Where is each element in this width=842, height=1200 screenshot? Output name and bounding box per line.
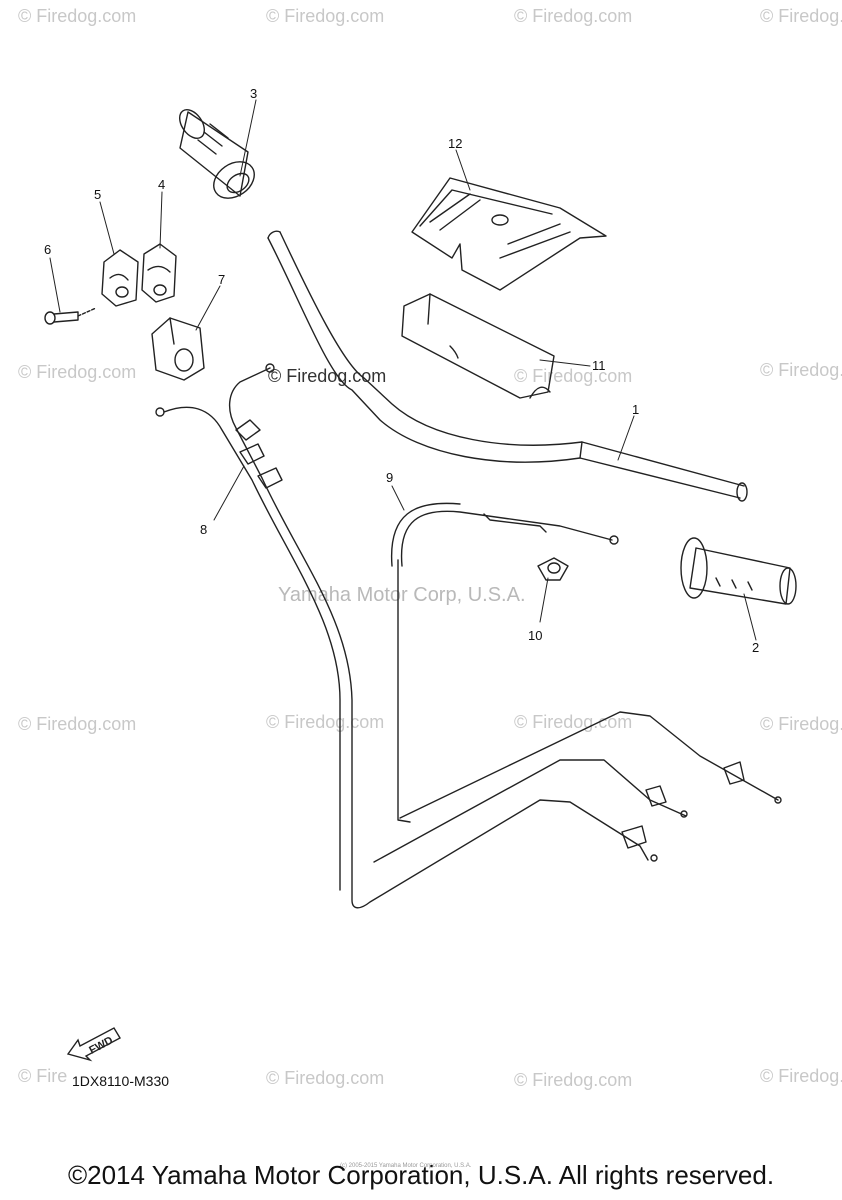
grip-part	[680, 537, 797, 605]
watermark: © Firedog.com	[760, 360, 842, 380]
watermark: © Firedog.com	[514, 366, 633, 386]
fwd-label: FWD	[87, 1034, 115, 1056]
watermark: © Firedog.com	[760, 6, 842, 26]
watermark: © Firedog.com	[760, 714, 842, 734]
watermark: © Firedog.com	[266, 6, 385, 26]
callout-11: 11	[592, 358, 606, 373]
watermark: © Firedog.com	[514, 6, 633, 26]
copyright-notice: ©2014 Yamaha Motor Corporation, U.S.A. A…	[67, 1160, 775, 1190]
callout-3: 3	[250, 86, 258, 101]
leader-lines	[49, 99, 757, 641]
watermark: © Firedog.com	[266, 1068, 385, 1088]
corp-watermark: Yamaha Motor Corp, U.S.A.	[278, 584, 526, 606]
watermark: © Firedog.com	[18, 362, 137, 382]
handlebar-part	[267, 230, 748, 502]
watermark: © Firedog.com	[266, 712, 385, 732]
callout-9: 9	[386, 470, 394, 485]
watermark: © Firedog.com	[760, 1066, 842, 1086]
callout-5: 5	[94, 187, 102, 202]
watermark: © Firedog.com	[18, 714, 137, 734]
tiny-notice: (c) 2005-2015 Yamaha Motor Corporation, …	[340, 1163, 472, 1169]
callout-4: 4	[158, 177, 166, 192]
throttle-cable-part	[155, 363, 782, 909]
adjuster-part	[537, 557, 569, 581]
callout-6: 6	[44, 242, 52, 257]
callout-2: 2	[752, 640, 760, 655]
holder-part	[101, 249, 139, 307]
handlebar-pad-cover-part	[411, 177, 607, 291]
watermark: © Firedog.com	[18, 6, 137, 26]
center-watermark: © Firedog.com	[268, 366, 387, 386]
screw-part	[44, 307, 97, 325]
watermark: © Firedog.com	[514, 1070, 633, 1090]
callout-8: 8	[200, 522, 208, 537]
watermark: © Fire	[18, 1066, 68, 1086]
callout-7: 7	[218, 272, 226, 287]
pad-part	[401, 293, 555, 399]
diagram-code: 1DX8110-M330	[72, 1073, 170, 1089]
fwd-arrow-icon: FWD	[66, 1027, 121, 1062]
holder-part	[141, 243, 177, 303]
callout-10: 10	[528, 628, 543, 643]
callout-1: 1	[632, 402, 640, 417]
cover-part	[151, 317, 205, 381]
callout-12: 12	[448, 136, 463, 151]
watermark: © Firedog.com	[514, 712, 633, 732]
clutch-cable-part	[390, 502, 619, 823]
throttle-grip-part	[178, 108, 255, 199]
